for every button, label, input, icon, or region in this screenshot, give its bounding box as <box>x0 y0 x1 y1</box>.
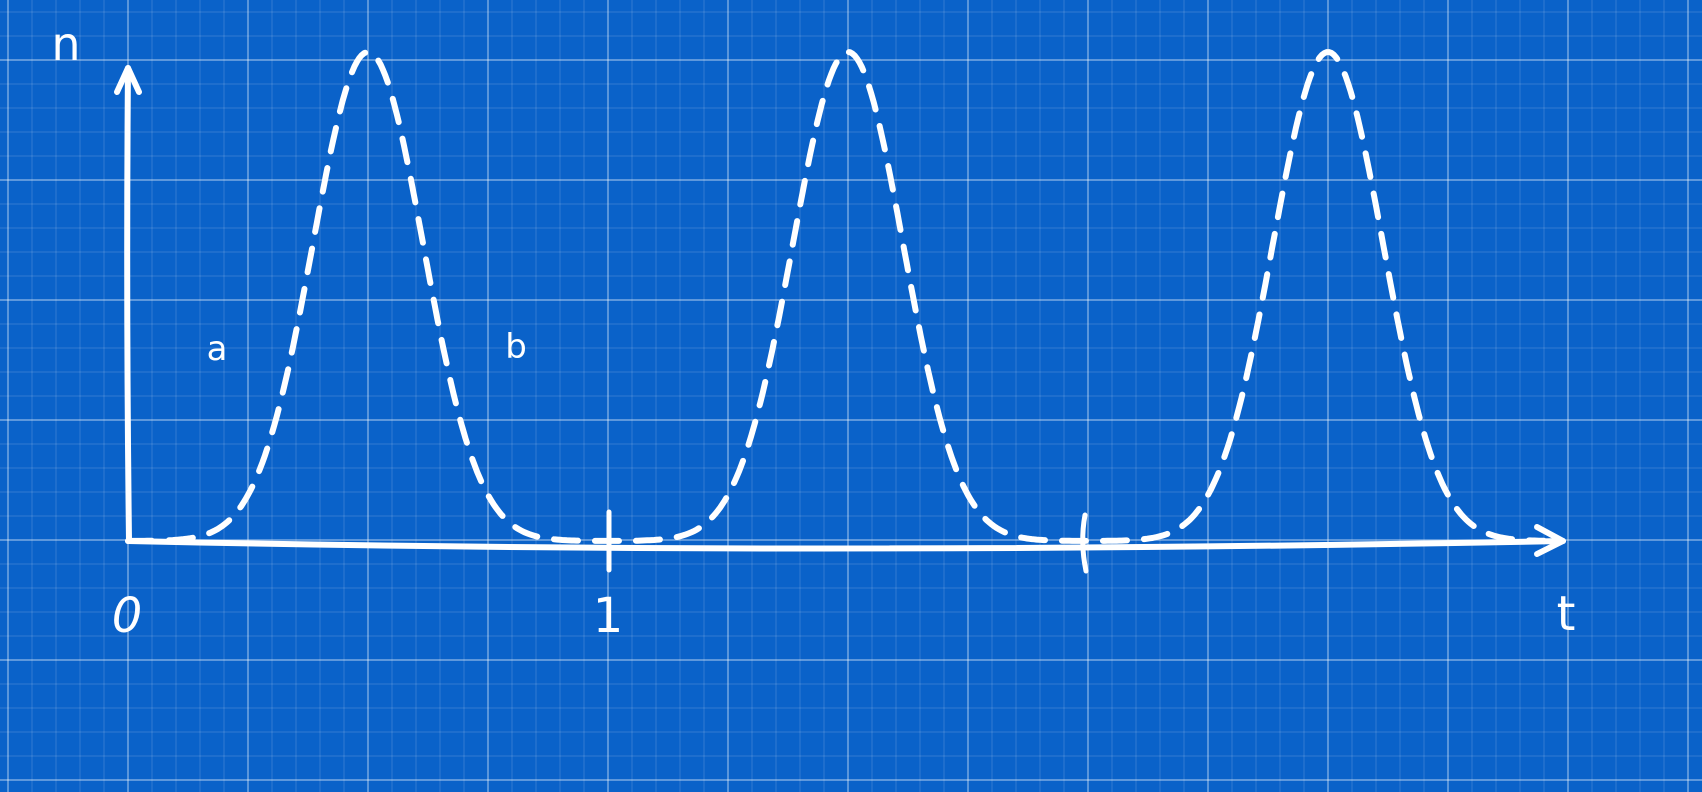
y-axis-arrowhead <box>114 65 142 95</box>
origin-label: 0 <box>112 588 143 644</box>
point-b-label: b <box>505 327 527 367</box>
pulse-series-line <box>125 48 1547 544</box>
tick-1-label: 1 <box>593 588 624 644</box>
pulse-curves <box>125 48 1547 544</box>
x-axis-arrowhead <box>1534 524 1566 557</box>
tick-2 <box>1080 512 1089 574</box>
x-axis <box>125 538 1566 552</box>
y-axis-label: n <box>51 17 80 71</box>
x-axis-label: t <box>1557 586 1576 642</box>
y-axis <box>124 65 132 544</box>
point-a-label: a <box>207 329 228 369</box>
